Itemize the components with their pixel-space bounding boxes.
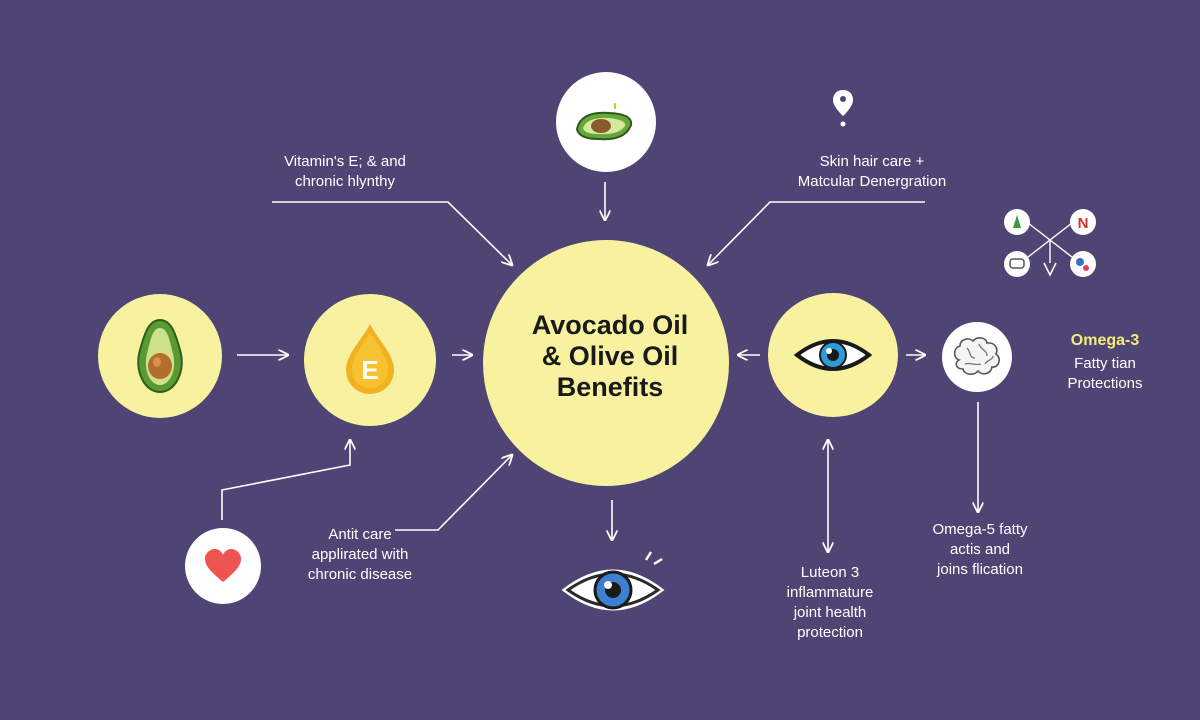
vitamin-e-drop-icon: E: [346, 324, 394, 394]
center-circle: [483, 240, 729, 486]
avocado-circle: [98, 294, 222, 418]
heart-circle: [185, 528, 261, 604]
lutein-label: Luteon 3 inflammature joint health prote…: [786, 564, 874, 641]
network-cluster-icon: N: [1004, 209, 1096, 277]
brain-icon: [953, 337, 1001, 375]
omega3-title: Omega-3: [1070, 332, 1140, 349]
brain-circle: [942, 322, 1012, 392]
skin-label: Skin hair care + Matcular Denergration: [797, 153, 947, 190]
pin-icon: [833, 90, 853, 127]
avocado-icon: [137, 318, 183, 394]
omega3-sub-label: Fatty tian Protections: [1067, 355, 1143, 392]
vitamin-e-letter: E: [361, 355, 378, 385]
center-title: Avocado Oil & Olive Oil Benefits: [531, 310, 689, 402]
vitamin-label: Vitamin's E; & and chronic hlynthy: [284, 153, 406, 190]
avocado-half-icon: [575, 103, 633, 141]
small-n-letter: N: [1078, 215, 1089, 232]
arrow-e-to-heart: [221, 440, 350, 520]
arrow-vitamin-to-center: [272, 201, 512, 265]
top-avocado-circle: [556, 72, 656, 172]
eye-circle: [768, 293, 898, 417]
heart-icon: [205, 549, 241, 582]
arrow-anti-to-center: [395, 455, 512, 531]
arrow-skin-to-center: [708, 201, 925, 265]
eye-icon: [793, 339, 873, 371]
omega5-label: Omega-5 fatty actis and joins flication: [932, 521, 1028, 578]
bottom-eye-icon: [561, 551, 665, 611]
anti-care-label: Antit care applirated with chronic disea…: [307, 526, 413, 583]
vitamin-e-circle: E: [304, 294, 436, 426]
